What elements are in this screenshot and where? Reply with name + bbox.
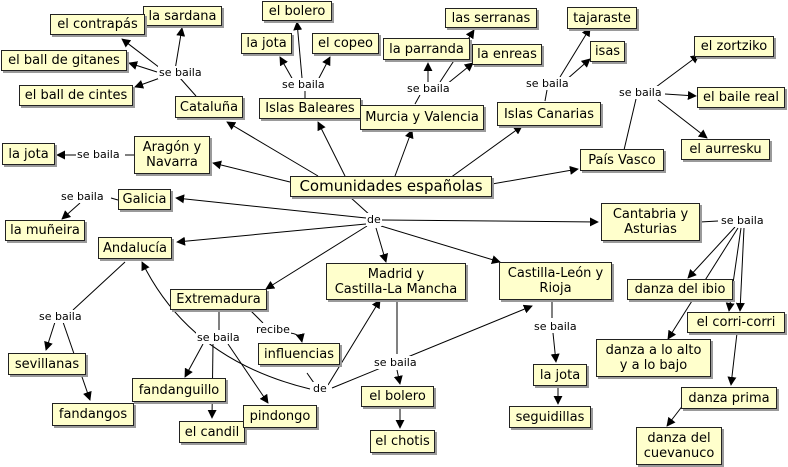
concept-danza-prima[interactable]: danza prima bbox=[681, 387, 777, 409]
concept-murcia-y-valencia[interactable]: Murcia y Valencia bbox=[360, 105, 484, 130]
concept-la-jota-baleares[interactable]: la jota bbox=[241, 33, 292, 54]
concept-castilla-leon-y-rioja[interactable]: Castilla-León y Rioja bbox=[499, 262, 612, 300]
concept-el-bolero-top[interactable]: el bolero bbox=[262, 1, 332, 21]
phrase-se-baila-vasco: se baila bbox=[618, 86, 663, 99]
concept-la-jota-aragon[interactable]: la jota bbox=[2, 143, 55, 165]
phrase-se-baila-extremadura: se baila bbox=[196, 331, 241, 344]
concept-fandangos[interactable]: fandangos bbox=[52, 403, 134, 426]
concept-influencias[interactable]: influencias bbox=[258, 343, 340, 365]
concept-el-contrapas[interactable]: el contrapás bbox=[50, 14, 145, 35]
phrase-de-center: de bbox=[366, 213, 382, 226]
phrase-se-baila-galicia: se baila bbox=[60, 190, 105, 203]
phrase-se-baila-madrid: se baila bbox=[373, 356, 418, 369]
concept-fandanguillo[interactable]: fandanguillo bbox=[132, 378, 226, 402]
concept-danza-del-cuevanuco[interactable]: danza del cuevanuco bbox=[636, 427, 722, 465]
concept-la-sardana[interactable]: la sardana bbox=[143, 6, 222, 26]
phrase-se-baila-aragon: se baila bbox=[76, 148, 121, 161]
concept-la-parranda[interactable]: la parranda bbox=[383, 38, 470, 60]
concept-islas-baleares[interactable]: Islas Baleares bbox=[259, 98, 361, 119]
concept-el-zortziko[interactable]: el zortziko bbox=[694, 36, 774, 57]
concept-el-copeo[interactable]: el copeo bbox=[312, 33, 379, 54]
concept-el-corri-corri[interactable]: el corri-corri bbox=[687, 312, 785, 333]
concept-el-ball-de-cintes[interactable]: el ball de cintes bbox=[19, 85, 133, 106]
phrase-se-baila-andalucia: se baila bbox=[38, 310, 83, 323]
concept-aragon-y-navarra[interactable]: Aragón y Navarra bbox=[134, 136, 210, 174]
concept-el-ball-de-gitanes[interactable]: el ball de gitanes bbox=[1, 50, 127, 71]
concept-islas-canarias[interactable]: Islas Canarias bbox=[497, 102, 601, 126]
concept-isas[interactable]: isas bbox=[590, 41, 625, 62]
concept-tajaraste[interactable]: tajaraste bbox=[567, 7, 637, 29]
phrase-se-baila-castilla: se baila bbox=[533, 320, 578, 333]
phrase-se-baila-cantabria: se baila bbox=[720, 214, 765, 227]
phrase-de-bottom: de bbox=[312, 382, 328, 395]
concept-pindongo[interactable]: pindongo bbox=[243, 405, 317, 428]
concept-el-baile-real[interactable]: el baile real bbox=[697, 87, 785, 108]
concept-madrid-y-castilla-la-mancha[interactable]: Madrid y Castilla-La Mancha bbox=[326, 263, 466, 300]
concept-el-chotis[interactable]: el chotis bbox=[370, 430, 435, 453]
concept-danza-alto-bajo[interactable]: danza a lo alto y a lo bajo bbox=[596, 339, 711, 377]
concept-el-bolero-madrid[interactable]: el bolero bbox=[361, 386, 434, 407]
concept-la-jota-castilla[interactable]: la jota bbox=[533, 364, 587, 386]
concept-sevillanas[interactable]: sevillanas bbox=[8, 353, 86, 375]
phrase-se-baila-canarias: se baila bbox=[525, 77, 570, 90]
concept-la-enreas[interactable]: la enreas bbox=[472, 44, 542, 65]
concept-pais-vasco[interactable]: País Vasco bbox=[580, 149, 664, 171]
concept-cataluna[interactable]: Cataluña bbox=[175, 96, 243, 118]
concept-el-aurresku[interactable]: el aurresku bbox=[681, 139, 770, 160]
phrase-recibe: recibe bbox=[255, 323, 291, 336]
concept-seguidillas[interactable]: seguidillas bbox=[509, 406, 591, 428]
concept-andalucia[interactable]: Andalucía bbox=[98, 237, 172, 259]
concept-la-muneira[interactable]: la muñeira bbox=[5, 220, 85, 241]
phrase-se-baila-baleares: se baila bbox=[281, 78, 326, 91]
concept-galicia[interactable]: Galicia bbox=[118, 189, 171, 210]
concept-el-candil[interactable]: el candil bbox=[179, 421, 245, 443]
concept-cantabria-y-asturias[interactable]: Cantabria y Asturias bbox=[601, 203, 700, 241]
concept-extremadura[interactable]: Extremadura bbox=[170, 289, 267, 310]
phrase-se-baila-cataluna: se baila bbox=[158, 66, 203, 79]
concept-las-serranas[interactable]: las serranas bbox=[445, 8, 537, 28]
concept-comunidades-espanolas[interactable]: Comunidades españolas bbox=[290, 176, 492, 197]
phrase-se-baila-murcia: se baila bbox=[406, 82, 451, 95]
concept-danza-del-ibio[interactable]: danza del ibio bbox=[627, 279, 733, 300]
